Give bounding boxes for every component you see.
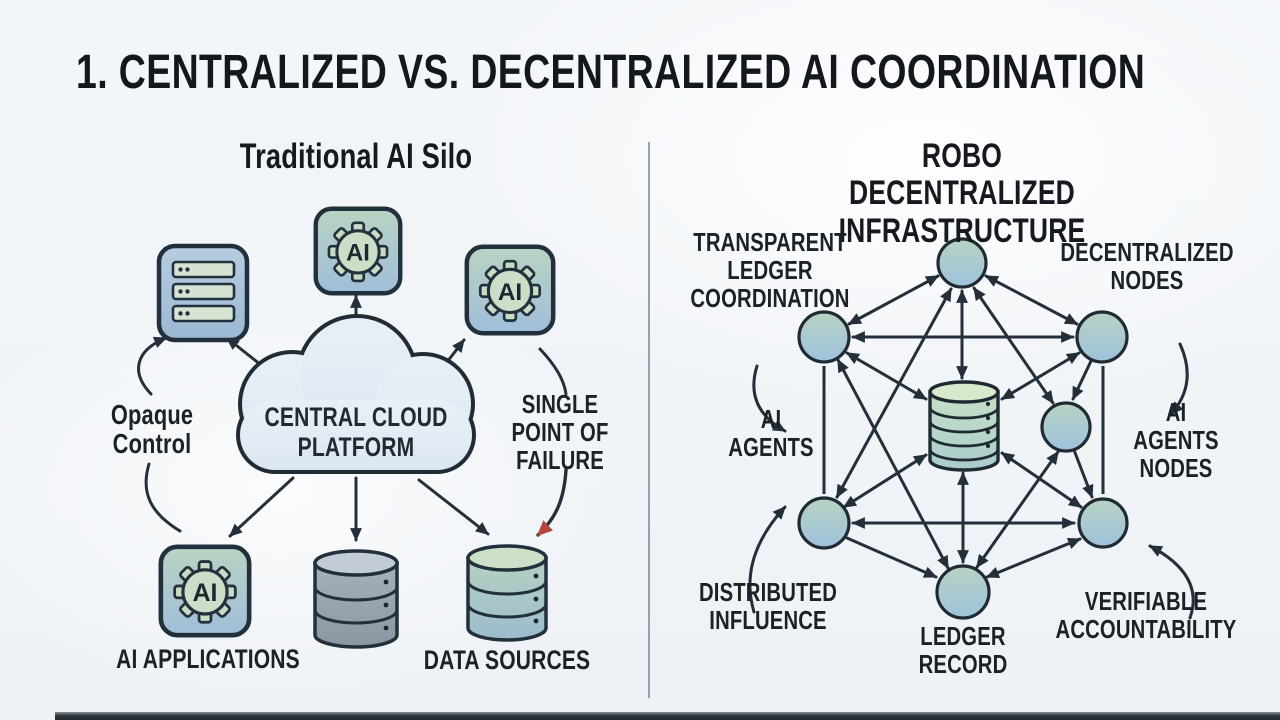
database-icon-green	[466, 544, 548, 642]
label-ledger-record: LEDGER RECORD	[918, 621, 1008, 679]
red-failure-arrow	[536, 347, 568, 537]
label-ai-agents: AI AGENTS	[728, 404, 814, 462]
label-data-sources: DATA SOURCES	[423, 645, 591, 675]
network-nodes	[797, 237, 1129, 620]
page-title: 1. CENTRALIZED VS. DECENTRALIZED AI COOR…	[76, 46, 1146, 99]
ai-chip-icon-top: AI	[313, 206, 403, 296]
label-transparent-ledger-coordination: TRANSPARENT LEDGER COORDINATION	[690, 227, 850, 313]
svg-text:AI: AI	[193, 580, 218, 607]
svg-text:AI: AI	[498, 279, 522, 306]
ai-chip-icon-right: AI	[464, 244, 556, 336]
label-single-point-of-failure: SINGLE POINT OF FAILURE	[511, 389, 609, 475]
right-panel-heading: ROBO DECENTRALIZED INFRASTRUCTURE	[838, 137, 1086, 250]
network-node-bottom	[935, 564, 991, 620]
network-node-left-lower	[797, 496, 851, 550]
label-decentralized-nodes: DECENTRALIZED NODES	[1060, 237, 1234, 295]
annotation-arrows	[748, 342, 1195, 620]
label-opaque-control: Opaque Control	[110, 399, 194, 460]
label-ai-applications: AI APPLICATIONS	[116, 644, 300, 674]
ai-chip-icon-bottom: AI	[158, 544, 252, 638]
server-icon	[156, 243, 250, 343]
label-ai-agents-nodes: AI AGENTS NODES	[1133, 397, 1219, 483]
database-icon-gray	[313, 549, 399, 649]
network-node-mid-right	[1040, 401, 1092, 453]
mesh-arrows	[822, 274, 1105, 579]
label-distributed-influence: DISTRIBUTED INFLUENCE	[698, 577, 838, 635]
svg-text:AI: AI	[346, 240, 370, 267]
network-node-right-lower	[1077, 497, 1129, 549]
network-node-left-upper	[797, 310, 851, 364]
cloud-icon	[236, 314, 476, 474]
bottom-bar	[55, 712, 1280, 720]
network-node-top	[936, 237, 988, 289]
left-panel-heading: Traditional AI Silo	[239, 137, 473, 176]
network-node-right-upper	[1075, 310, 1129, 364]
ledger-database-icon	[928, 380, 1000, 472]
label-verifiable-accountability: VERIFIABLE ACCOUNTABILITY	[1055, 586, 1237, 644]
central-cloud-label: CENTRAL CLOUD PLATFORM	[264, 402, 448, 463]
